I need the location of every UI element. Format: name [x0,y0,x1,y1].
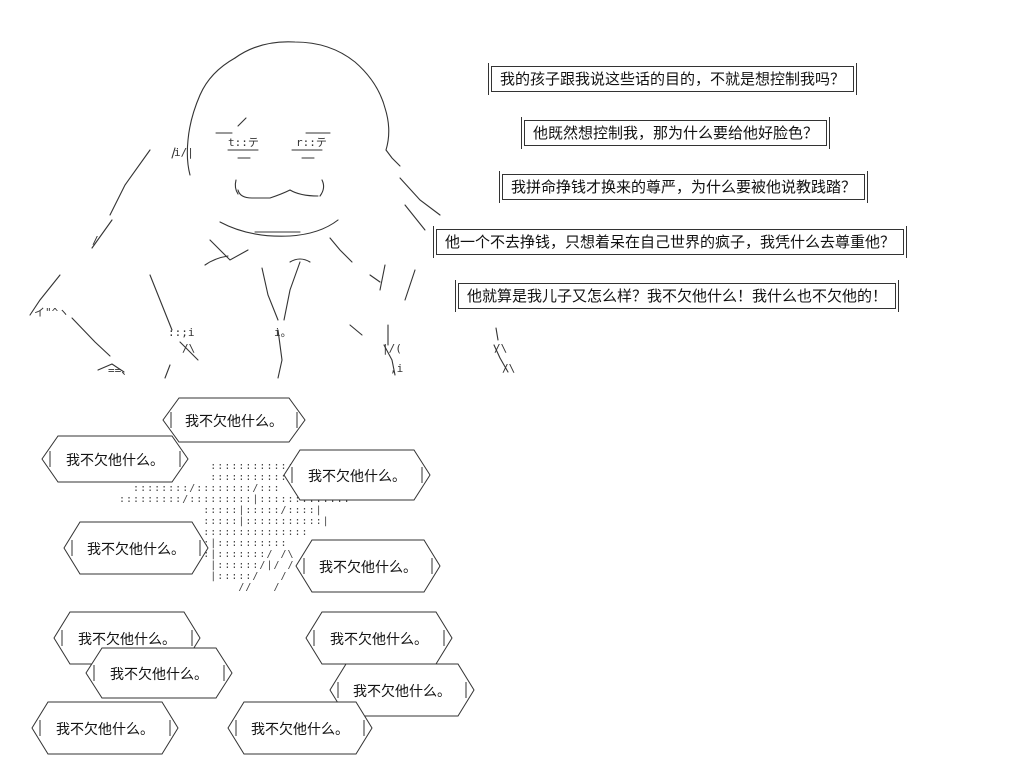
crowd-bubble-text: 我不欠他什么。 [251,722,349,738]
bubble-outline [329,663,475,717]
crowd-bubble-text: 我不欠他什么。 [110,667,208,683]
svg-text:/\: /\ [494,342,507,355]
crowd-bubble: 我不欠他什么。 [63,521,209,575]
crowd-bubble: 我不欠他什么。 [85,647,233,699]
svg-text:イ"^ヽ: イ"^ヽ [34,306,69,319]
speech-line-1: 我的孩子跟我说这些话的目的，不就是想控制我吗？ [487,63,858,95]
speech-line-4: 他一个不去挣钱，只想着呆在自己世界的疯子，我凭什么去尊重他？ [432,226,908,258]
bubble-outline [162,397,306,443]
svg-text:,i: ,i [390,362,403,375]
crowd-bubble: 我不欠他什么。 [162,397,306,443]
svg-text:::;i: ::;i [168,326,195,339]
crowd-bubble-text: 我不欠他什么。 [87,542,185,558]
crowd-bubble: 我不欠他什么。 [227,701,373,755]
speech-line-3: 我拼命挣钱才换来的尊严，为什么要被他说教践踏？ [498,171,869,203]
crowd-bubble-text: 我不欠他什么。 [319,560,417,576]
bubble-outline [295,539,441,593]
bubble-outline [63,521,209,575]
bubble-outline [41,435,189,483]
crowd-bubble: 我不欠他什么。 [31,701,179,755]
svg-text:i。: i。 [274,326,292,339]
svg-text:==、: ==、 [108,364,132,377]
svg-text:/\: /\ [502,362,515,375]
bubble-outline [283,449,431,501]
crowd-bubble: 我不欠他什么。 [329,663,475,717]
crowd-bubble: 我不欠他什么。 [295,539,441,593]
crowd-bubble: 我不欠他什么。 [283,449,431,501]
crowd-bubble-text: 我不欠他什么。 [330,632,428,648]
speech-line-5: 他就算是我儿子又怎么样？我不欠他什么！我什么也不欠他的！ [454,280,900,312]
crowd-bubble-text: 我不欠他什么。 [78,632,176,648]
speech-line-2: 他既然想控制我，那为什么要给他好脸色？ [520,117,831,149]
crowd-bubble: 我不欠他什么。 [41,435,189,483]
svg-text:|/(: |/( [382,342,402,355]
crowd-bubble-text: 我不欠他什么。 [66,453,164,469]
crowd-bubble: 我不欠他什么。 [305,611,453,665]
crowd-bubble-text: 我不欠他什么。 [353,684,451,700]
svg-text:i/|: i/| [174,146,194,159]
svg-text:/: / [92,234,99,247]
svg-text:t::テ: t::テ [228,136,259,149]
bubble-outline [227,701,373,755]
crowd-bubble-text: 我不欠他什么。 [185,414,283,430]
svg-text:r::テ: r::テ [296,136,327,149]
bubble-outline [85,647,233,699]
svg-text:/\: /\ [182,342,195,355]
crowd-bubble-text: 我不欠他什么。 [308,469,406,485]
crowd-bubble-text: 我不欠他什么。 [56,722,154,738]
bubble-outline [31,701,179,755]
